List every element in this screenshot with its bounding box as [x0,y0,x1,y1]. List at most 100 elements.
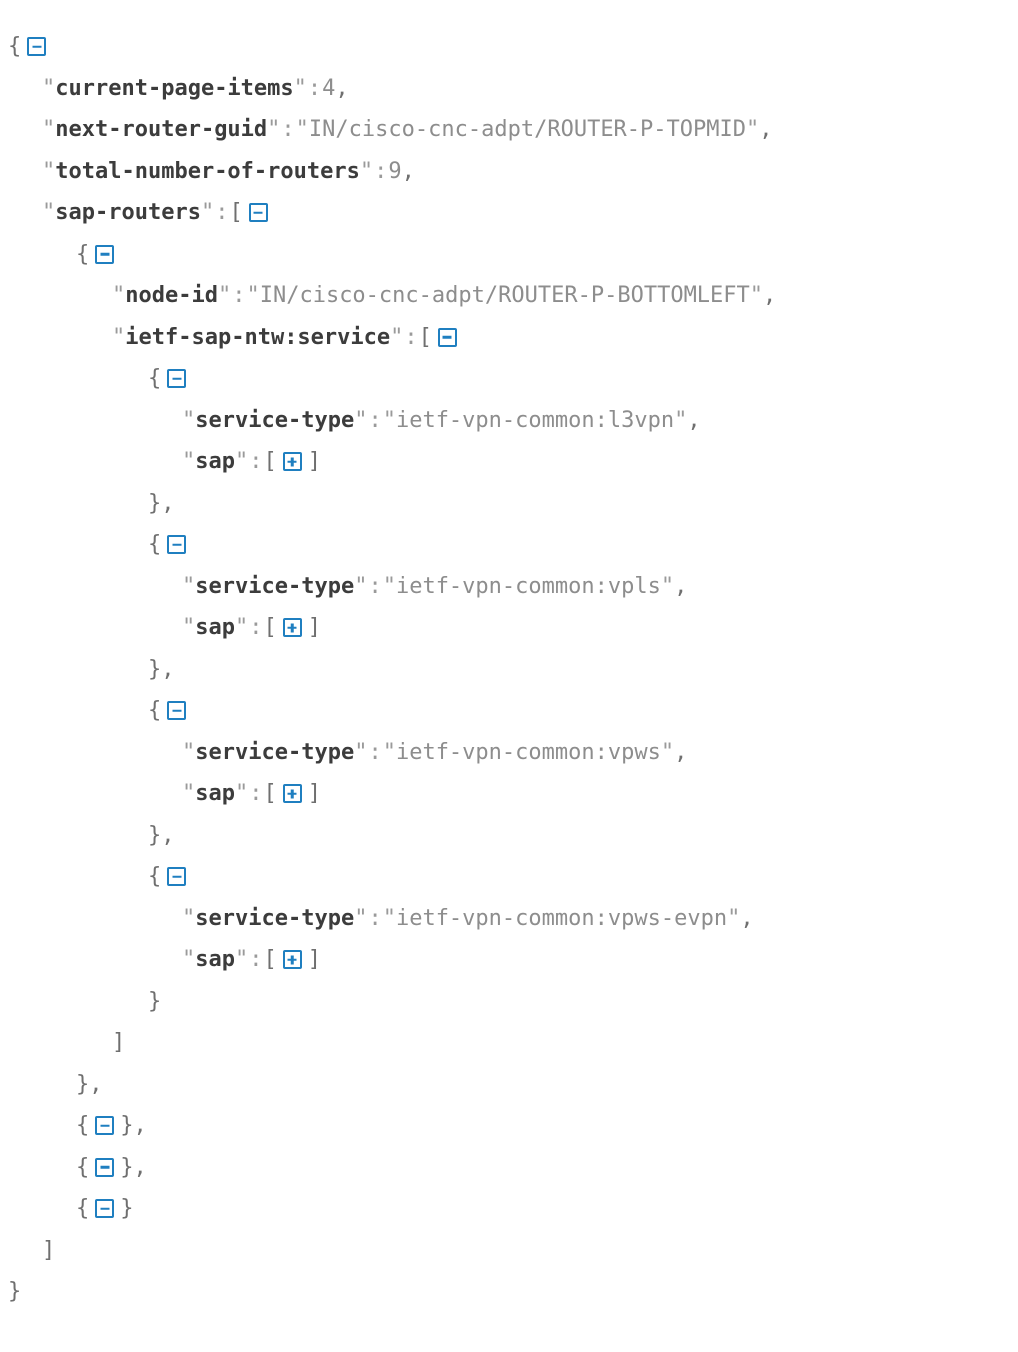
comma: , [763,283,777,308]
colon: : [249,947,263,972]
open-bracket: [ [263,947,277,972]
value-service-type-3: ietf-vpn-common:vpws [395,739,661,765]
key-sap: sap [195,947,235,972]
colon: : [404,324,418,350]
colon: : [249,449,263,474]
json-line-service-1-close: }, [8,483,1018,525]
root-open-brace: { [8,34,22,59]
value-quote-close: " [660,573,675,599]
collapse-toggle-root[interactable] [27,37,47,57]
quote-open: " [112,283,126,308]
colon: : [249,781,263,806]
value-service-type-4: ietf-vpn-common:vpws-evpn [395,905,728,931]
colon: : [368,739,382,765]
quote-close: " [235,615,249,640]
collapse-toggle-service-3[interactable] [167,701,187,721]
key-current-page-items: current-page-items [55,75,294,101]
key-sap: sap [195,781,235,806]
quote-open: " [182,449,196,474]
sap-routers-close-bracket: ] [42,1237,56,1263]
router-3-open-brace: { [76,1154,90,1180]
expand-toggle-sap-1[interactable] [282,452,302,472]
colon: : [281,117,295,142]
key-ietf-sap-ntw-service: ietf-sap-ntw:service [125,324,391,350]
open-bracket: [ [263,615,277,640]
colon: : [368,905,382,931]
quote-close: " [267,117,281,142]
open-bracket: [ [263,449,277,474]
json-line-total-number-of-routers: "total-number-of-routers":9, [8,151,1018,193]
service-3-close-brace: }, [148,822,175,848]
service-4-close-brace: } [148,988,162,1014]
comma: , [759,117,773,142]
json-line-service-4-open: { [8,856,1018,898]
quote-close: " [354,407,368,433]
quote-open: " [42,75,56,101]
key-sap: sap [195,449,235,474]
json-line-current-page-items: "current-page-items":4, [8,68,1018,110]
router-4-close-brace: } [120,1196,134,1221]
value-service-type-1: ietf-vpn-common:l3vpn [395,407,675,433]
colon: : [249,615,263,640]
quote-open: " [182,739,196,765]
close-bracket: ] [307,947,321,972]
colon: : [215,200,229,225]
collapse-toggle-sap-routers[interactable] [248,203,268,223]
key-service-type: service-type [195,739,355,765]
collapse-toggle-service-2[interactable] [167,535,187,555]
router-2-open-brace: { [76,1113,90,1138]
comma: , [335,75,349,101]
comma: , [674,739,688,765]
quote-close: " [354,905,368,931]
service-2-open-brace: { [148,532,162,557]
collapse-toggle-router-4[interactable] [95,1199,115,1219]
key-service-type: service-type [195,905,355,931]
quote-open: " [42,117,56,142]
json-line-service-array-close: ] [8,1022,1018,1064]
quote-open: " [182,573,196,599]
value-total-number-of-routers: 9 [388,158,402,184]
value-quote-open: " [246,283,260,308]
quote-close: " [354,573,368,599]
quote-open: " [182,947,196,972]
collapse-toggle-router-2[interactable] [95,1116,115,1136]
value-service-type-2: ietf-vpn-common:vpls [395,573,661,599]
router-2-close-brace: }, [120,1113,147,1138]
json-line-sap-2: "sap":[] [8,607,1018,649]
value-quote-close: " [727,905,741,931]
comma: , [674,573,688,599]
colon: : [232,283,246,308]
key-service-type: service-type [195,407,355,433]
quote-open: " [42,200,56,225]
json-line-next-router-guid: "next-router-guid":"IN/cisco-cnc-adpt/RO… [8,109,1018,151]
value-quote-open: " [382,905,396,931]
router-close-brace: }, [76,1071,103,1097]
value-quote-open: " [382,407,396,433]
quote-close: " [235,449,249,474]
open-bracket: [ [418,324,432,350]
quote-open: " [182,407,196,433]
colon: : [368,407,382,433]
collapse-toggle-router-3[interactable] [95,1157,115,1177]
value-quote-close: " [749,283,764,308]
collapse-toggle-service-1[interactable] [167,369,187,389]
collapse-toggle-router-object[interactable] [95,244,115,264]
quote-close: " [235,781,249,806]
json-line-root-open: { [8,26,1018,68]
expand-toggle-sap-2[interactable] [282,618,302,638]
key-total-number-of-routers: total-number-of-routers [55,158,360,184]
json-line-service-3-open: { [8,690,1018,732]
expand-toggle-sap-4[interactable] [282,950,302,970]
value-quote-open: " [382,573,396,599]
collapse-toggle-service-array[interactable] [437,327,457,347]
comma: , [687,407,701,433]
key-sap-routers: sap-routers [55,200,201,225]
json-line-service-type-3: "service-type":"ietf-vpn-common:vpws", [8,732,1018,774]
quote-open: " [182,905,196,931]
collapse-toggle-service-4[interactable] [167,867,187,887]
json-line-router-2-collapsed: {}, [8,1105,1018,1147]
expand-toggle-sap-3[interactable] [282,784,302,804]
quote-close: " [200,200,215,225]
json-line-root-close: } [8,1271,1018,1313]
quote-close: " [235,947,249,972]
